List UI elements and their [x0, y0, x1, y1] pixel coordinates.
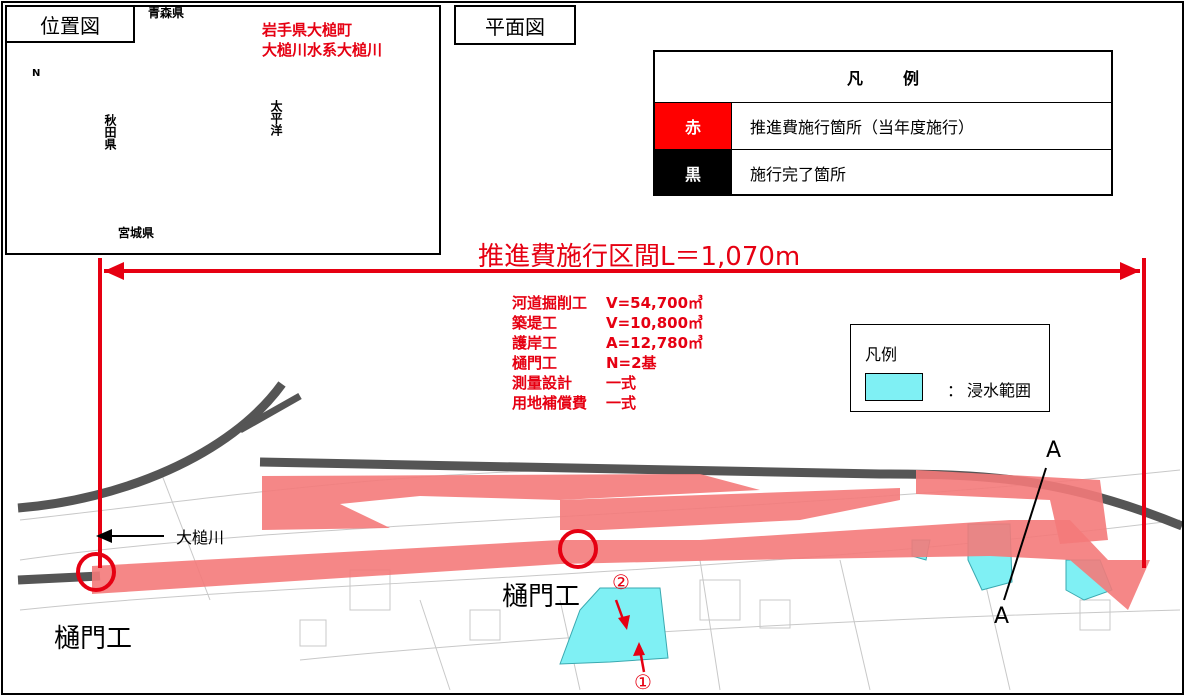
works-name: 測量設計 — [512, 374, 573, 392]
legend-swatch-black: 黒 — [655, 150, 732, 196]
construction-mid-bank — [560, 488, 900, 530]
marker-1-label: ① — [634, 670, 652, 694]
works-row: 用地補償費一式 — [512, 392, 726, 412]
works-value: 一式 — [606, 394, 637, 412]
works-row: 河道掘削工 V=54,700㎥ — [512, 292, 726, 312]
section-line-aa — [1003, 467, 1047, 601]
pref-label-miyagi: 宮城県 — [118, 226, 155, 240]
road-nw — [17, 381, 286, 513]
works-row: 樋門工 N=2基 — [512, 352, 726, 372]
flood-legend-label: 浸水範囲 — [967, 381, 1032, 400]
legend-text-black: 施行完了箇所 — [750, 165, 847, 184]
section-label-a-bottom: A — [994, 604, 1010, 629]
interval-dimension — [98, 258, 1146, 568]
location-place-line2: 大槌川水系大槌川 — [262, 41, 383, 59]
construction-east-bank — [916, 470, 1108, 544]
works-name: 築堤工 — [512, 314, 558, 332]
location-place-line1: 岩手県大槌町 — [262, 21, 353, 39]
label-pacific: 太平洋 — [269, 100, 283, 136]
flood-legend-swatch — [865, 373, 923, 401]
legend-text-red: 推進費施行箇所（当年度施行） — [750, 118, 975, 137]
works-value: 一式 — [606, 374, 637, 392]
legend-title: 凡例 — [655, 52, 1111, 103]
sluice-circle-center — [558, 529, 598, 569]
section-interval-title: 推進費施行区間L＝1,070m — [478, 242, 801, 272]
road-sw — [17, 571, 101, 585]
works-row: 測量設計 一式 — [512, 372, 726, 392]
works-row: 護岸工 A=12,780㎥ — [512, 332, 726, 352]
road-nw-branch — [238, 392, 302, 434]
works-name: 護岸工 — [512, 334, 558, 352]
construction-area — [92, 470, 1150, 610]
river-name-label: 大槌川 — [176, 528, 225, 547]
compass-north-label: N — [32, 68, 41, 79]
pref-label-aomori: 青森県 — [148, 6, 185, 20]
construction-north-bank — [262, 474, 760, 530]
flood-legend-colon: ： — [947, 381, 964, 400]
flood-area-center — [559, 587, 669, 665]
construction-river-channel — [92, 520, 1150, 610]
river-flow-arrow — [96, 529, 164, 543]
marker-2-label: ② — [612, 570, 630, 594]
legend-row-red: 赤 推進費施行箇所（当年度施行） — [655, 103, 1111, 150]
legend-row-black: 黒 施行完了箇所 — [655, 150, 1111, 196]
flood-legend: 凡例 ： 浸水範囲 — [850, 324, 1050, 412]
works-list: 河道掘削工 V=54,700㎥ 築堤工 V=10,800㎥ 護岸工 A=12,780㎥… — [512, 292, 726, 412]
flood-legend-title: 凡例 — [865, 345, 898, 364]
works-row: 築堤工 V=10,800㎥ — [512, 312, 726, 332]
pref-label-akita: 秋田県 — [103, 114, 117, 150]
location-map-title: 位置図 — [5, 5, 135, 43]
works-value: A=12,780㎥ — [606, 334, 704, 352]
plan-title: 平面図 — [454, 5, 576, 45]
works-value: N=2基 — [606, 354, 657, 372]
works-name: 樋門工 — [512, 354, 558, 372]
legend-swatch-red: 赤 — [655, 103, 732, 149]
works-name: 河道掘削工 — [512, 294, 588, 312]
works-name: 用地補償費 — [512, 394, 588, 412]
legend-table: 凡例 赤 推進費施行箇所（当年度施行） 黒 施行完了箇所 — [653, 50, 1113, 196]
works-value: V=54,700㎥ — [606, 294, 704, 312]
marker-arrows — [614, 599, 646, 673]
works-value: V=10,800㎥ — [606, 314, 704, 332]
sluice-label-left: 樋門工 — [54, 624, 133, 654]
sluice-label-center: 樋門工 — [502, 582, 581, 612]
sluice-circle-left — [76, 552, 116, 592]
location-map-panel — [5, 5, 441, 255]
section-label-a-top: A — [1046, 438, 1062, 463]
